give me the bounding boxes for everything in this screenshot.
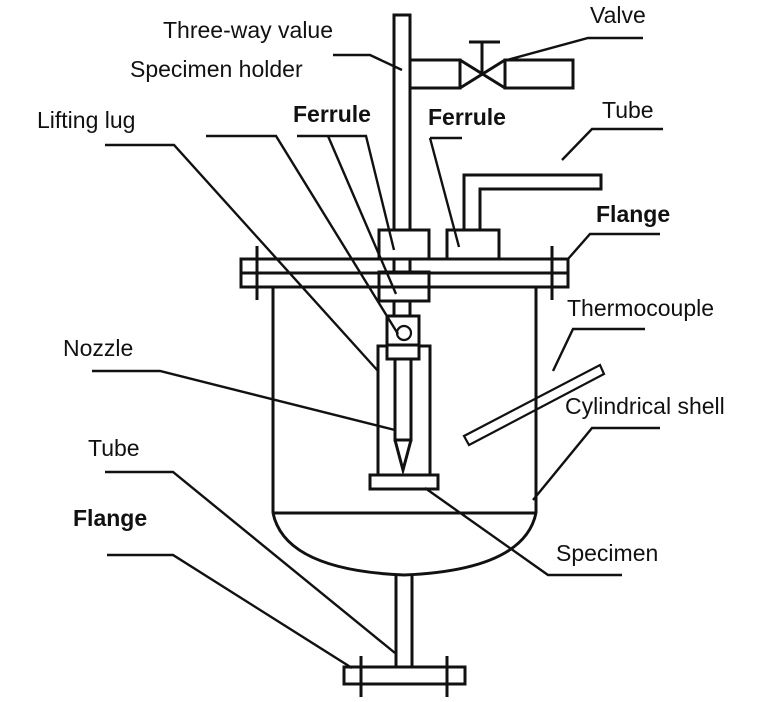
- label-tube-bottom: Tube: [88, 435, 140, 461]
- top-tube: [462, 173, 603, 230]
- label-valve: Valve: [590, 2, 646, 28]
- top-flange: [239, 246, 570, 300]
- leader-three-way-valve: [333, 53, 403, 72]
- ferrule-left: [377, 228, 431, 303]
- label-ferrule-right: Ferrule: [428, 104, 506, 130]
- label-tube-top: Tube: [602, 97, 654, 123]
- leader-specimen: [424, 487, 622, 577]
- leader-ferrule-right: [428, 136, 462, 248]
- leader-tube-bottom: [105, 470, 396, 654]
- label-thermocouple: Thermocouple: [567, 295, 714, 321]
- label-flange-bottom: Flange: [73, 505, 147, 531]
- specimen: [368, 473, 440, 491]
- leader-lines: [92, 36, 663, 670]
- label-flange-top: Flange: [596, 201, 670, 227]
- valve-assembly: [408, 40, 575, 90]
- label-specimen: Specimen: [556, 540, 658, 566]
- vessel-bottom-head: [271, 512, 538, 577]
- leader-flange-bottom: [107, 553, 353, 670]
- bottom-flange: [342, 656, 467, 697]
- leader-ferrule-left-b: [326, 135, 398, 295]
- leader-lifting-lug-2: [206, 134, 400, 335]
- label-ferrule-left: Ferrule: [293, 101, 371, 127]
- label-specimen-holder: Specimen holder: [130, 56, 303, 82]
- leader-tube-top: [561, 127, 663, 161]
- thermocouple: [462, 363, 606, 447]
- leader-flange-top: [567, 232, 660, 260]
- label-lifting-lug: Lifting lug: [37, 107, 135, 133]
- leader-valve: [506, 36, 643, 62]
- lifting-lug: [385, 301, 421, 361]
- leader-thermocouple: [551, 327, 645, 372]
- label-nozzle: Nozzle: [63, 335, 133, 361]
- leader-ferrule-left-a: [297, 134, 396, 251]
- leader-nozzle: [92, 369, 396, 432]
- leader-lifting-lug: [105, 143, 379, 372]
- leader-cylindrical-shell: [532, 426, 660, 501]
- bottom-tube: [394, 575, 414, 667]
- label-three-way-valve: Three-way value: [163, 17, 333, 43]
- specimen-holder-stem: [392, 13, 412, 230]
- label-cylindrical-shell: Cylindrical shell: [565, 393, 725, 419]
- holder-frame: [376, 344, 432, 475]
- nozzle: [393, 359, 413, 476]
